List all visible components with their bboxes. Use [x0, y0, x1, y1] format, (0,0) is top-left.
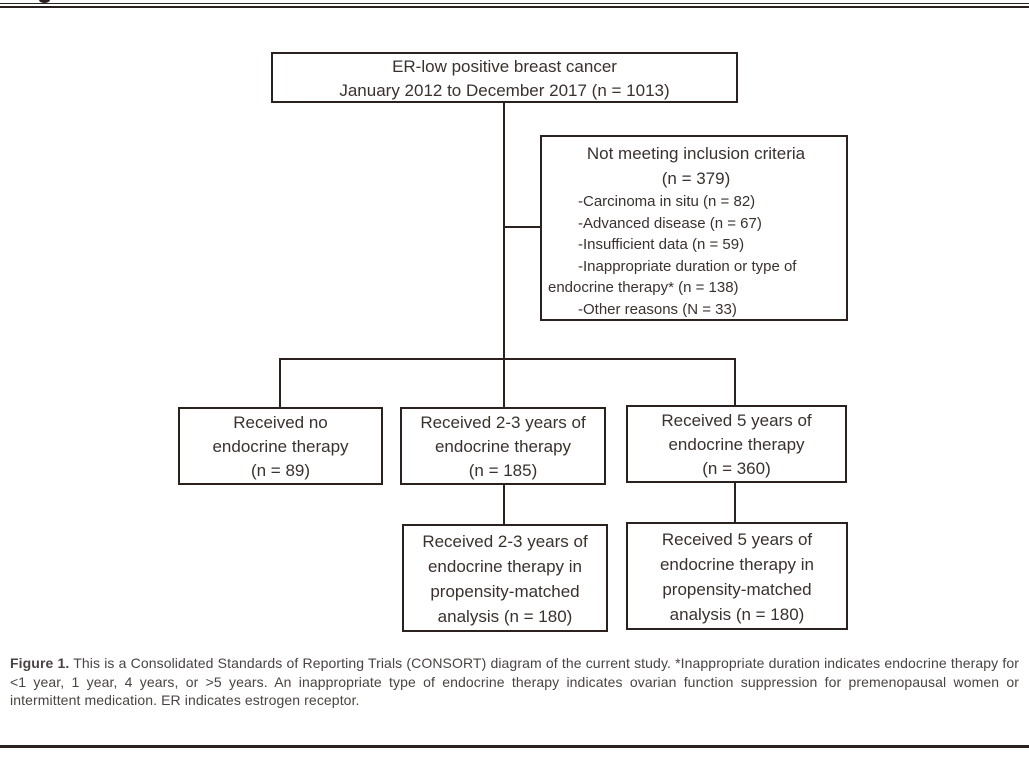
arm-box-2-3-years: Received 2-3 years of endocrine therapy …	[400, 407, 606, 485]
figure-caption: Figure 1. This is a Consolidated Standar…	[10, 654, 1019, 710]
exclusion-item-inappropriate: -Inappropriate duration or type of endoc…	[548, 257, 797, 297]
connector-main-vertical	[502, 103, 505, 407]
arm-5-line2: endocrine therapy	[668, 435, 805, 454]
arm-no-line2: endocrine therapy	[212, 437, 349, 456]
arm-23-line3: (n = 185)	[468, 461, 538, 480]
pm-23-line4: analysis (n = 180)	[437, 607, 573, 626]
pm-23-line2: endocrine therapy in	[427, 557, 583, 576]
top-rule-thin	[0, 3, 1029, 4]
pm-5-line3: propensity-matched	[662, 580, 812, 599]
matched-box-2-3-years: Received 2-3 years of endocrine therapy …	[402, 524, 608, 632]
arm-no-line1: Received no	[233, 413, 328, 432]
connector-exclusion-horizontal	[503, 226, 541, 228]
arm-no-line3: (n = 89)	[250, 461, 311, 480]
arm-box-no-therapy: Received no endocrine therapy (n = 89)	[178, 407, 383, 485]
exclusion-title: Not meeting inclusion criteria	[586, 144, 806, 163]
connector-middle-down	[502, 484, 505, 528]
cropped-text-artifact	[39, 0, 50, 3]
arm-box-5-years: Received 5 years of endocrine therapy (n…	[626, 405, 847, 483]
figure-caption-text: This is a Consolidated Standards of Repo…	[10, 655, 1019, 709]
pm-5-line2: endocrine therapy in	[659, 555, 815, 574]
enrollment-line1: ER-low positive breast cancer	[392, 57, 617, 76]
pm-23-line1: Received 2-3 years of	[422, 532, 588, 551]
connector-branch-horizontal	[279, 358, 736, 360]
enrollment-box: ER-low positive breast cancer January 20…	[271, 52, 738, 103]
pm-23-line3: propensity-matched	[430, 582, 580, 601]
exclusion-subtitle: (n = 379)	[661, 169, 731, 188]
connector-stub-left	[279, 358, 281, 408]
arm-5-line1: Received 5 years of	[661, 411, 812, 430]
enrollment-line2: January 2012 to December 2017 (n = 1013)	[339, 80, 670, 100]
top-rule-thick	[0, 5, 1029, 8]
exclusion-item-other: -Other reasons (N = 33)	[578, 300, 737, 318]
matched-box-5-years: Received 5 years of endocrine therapy in…	[626, 522, 848, 630]
exclusion-item-carcinoma: -Carcinoma in situ (n = 82)	[578, 193, 756, 210]
exclusion-item-insufficient: -Insufficient data (n = 59)	[578, 236, 745, 253]
arm-23-line2: endocrine therapy	[434, 437, 572, 456]
pm-5-line1: Received 5 years of	[661, 530, 813, 549]
bottom-rule	[0, 745, 1029, 748]
arm-23-line1: Received 2-3 years of	[420, 413, 586, 432]
connector-stub-right	[734, 358, 736, 407]
figure-caption-label: Figure 1.	[10, 655, 70, 671]
connector-right-down	[734, 482, 736, 524]
exclusion-item-advanced: -Advanced disease (n = 67)	[578, 214, 762, 232]
pm-5-line4: analysis (n = 180)	[669, 605, 805, 624]
arm-5-line3: (n = 360)	[702, 459, 771, 478]
exclusion-box: Not meeting inclusion criteria (n = 379)…	[540, 135, 848, 321]
